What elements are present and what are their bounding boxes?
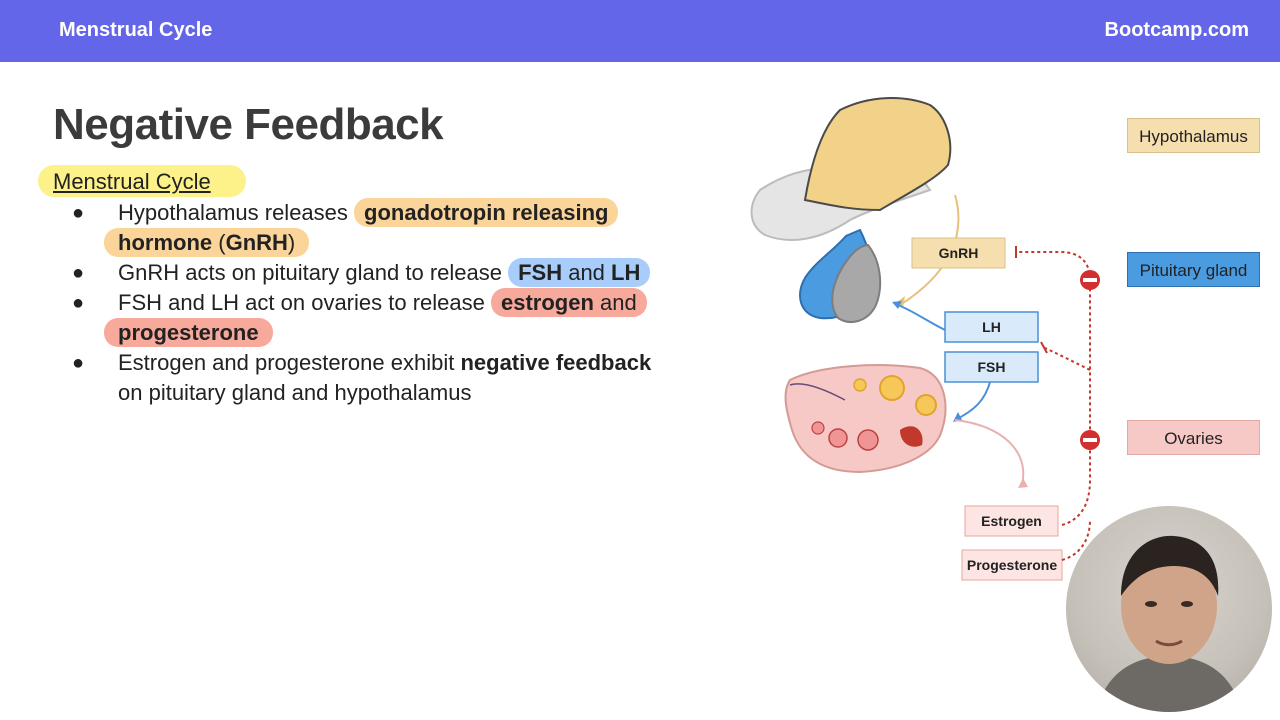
bullet-list: ● Hypothalamus releases gonadotropin rel… [72, 198, 652, 405]
estrogen-label: Estrogen [981, 513, 1042, 529]
bullet-dot: ● [72, 262, 85, 284]
bullet-4-line-1: Estrogen and progesterone exhibit negati… [118, 350, 652, 375]
fsh-label: FSH [977, 359, 1006, 375]
brand-label: Bootcamp.com [1104, 19, 1249, 41]
presenter-avatar [1096, 535, 1242, 712]
bullet-3-line-2: progesterone [104, 318, 273, 347]
lh-label: LH [982, 319, 1001, 335]
bullet-dot: ● [72, 352, 85, 374]
inhibit-icon [1080, 270, 1100, 290]
brain-illustration [750, 97, 952, 323]
progesterone-box [961, 549, 1063, 581]
slide-title: Negative Feedback [53, 100, 444, 149]
feedback-diagram [750, 97, 1100, 581]
inhibit-icon [1080, 430, 1100, 450]
bullet-3-line-1: FSH and LH act on ovaries to release est… [118, 288, 647, 317]
estrogen-box [964, 505, 1059, 537]
legend-hypothalamus: Hypothalamus [1127, 118, 1260, 153]
bullet-dot: ● [72, 202, 85, 224]
ovary-illustration [784, 364, 947, 474]
lh-box [944, 311, 1039, 343]
fsh-box [944, 351, 1039, 383]
topic-label: Menstrual Cycle [59, 19, 213, 41]
bullet-2-line-1: GnRH acts on pituitary gland to release … [118, 258, 651, 287]
gnrh-label: GnRH [938, 245, 979, 261]
bullet-1-line-1: Hypothalamus releases gonadotropin relea… [118, 198, 619, 227]
bullet-1-line-2: hormone (GnRH) [104, 228, 310, 257]
gnrh-box [911, 237, 1006, 269]
header-bar: Menstrual Cycle Bootcamp.com [0, 0, 1280, 62]
subheading: Menstrual Cycle [53, 169, 211, 194]
bullet-4-line-2: on pituitary gland and hypothalamus [118, 380, 472, 405]
progesterone-label: Progesterone [966, 557, 1058, 573]
subheading-highlight: Menstrual Cycle [38, 165, 246, 197]
legend-ovaries: Ovaries [1127, 420, 1260, 455]
legend-pituitary: Pituitary gland [1127, 252, 1260, 287]
presenter-webcam [1066, 506, 1272, 712]
bullet-dot: ● [72, 292, 85, 314]
